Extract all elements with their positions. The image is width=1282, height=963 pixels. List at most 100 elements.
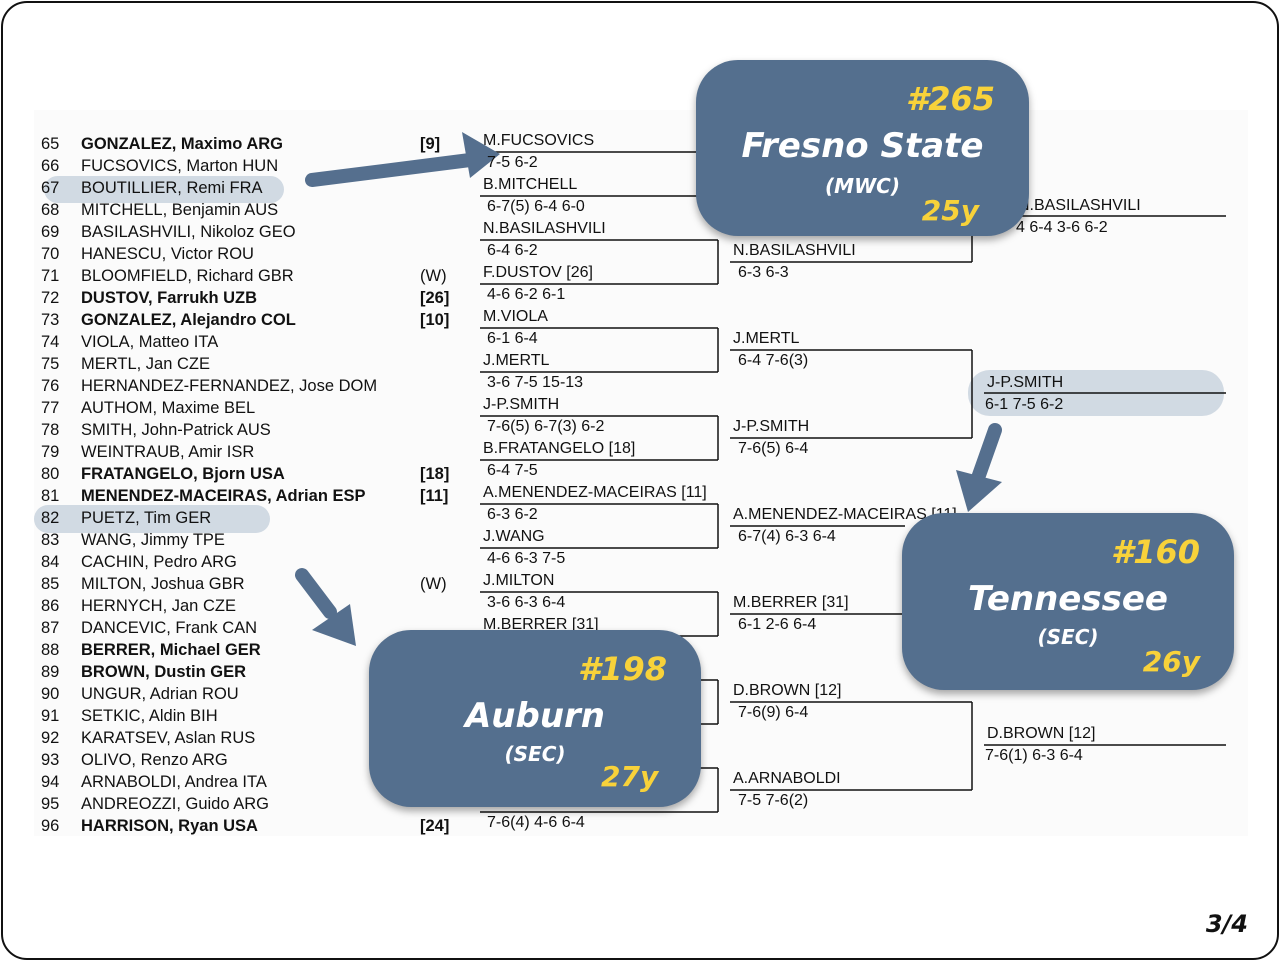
player-name: HARRISON, Ryan USA (81, 817, 258, 835)
player-seed-number: 79 (41, 443, 60, 461)
player-seed-number: 83 (41, 531, 60, 549)
card-rank: #265 (905, 80, 995, 118)
player-name: VIOLA, Matteo ITA (81, 333, 219, 351)
player-tag: [10] (420, 311, 450, 329)
match-winner: J-P.SMITH (987, 374, 1064, 391)
match-score: 6-1 2-6 6-4 (738, 616, 817, 633)
match-score: 3-6 7-5 15-13 (487, 374, 584, 391)
player-seed-number: 91 (41, 707, 60, 725)
match-winner: J.WANG (483, 528, 545, 545)
player-name: MERTL, Jan CZE (81, 355, 210, 373)
player-seed-number: 88 (41, 641, 60, 659)
player-name: AUTHOM, Maxime BEL (81, 399, 256, 417)
match-winner: A.MENENDEZ-MACEIRAS [11] (733, 506, 957, 523)
player-row: 75 MERTL, Jan CZE (38, 353, 458, 375)
match-winner: M.VIOLA (483, 308, 548, 325)
player-seed-number: 82 (41, 509, 60, 527)
player-seed-number: 93 (41, 751, 60, 769)
card-rank: #198 (577, 650, 667, 688)
match-score: 3-6 6-3 6-4 (487, 594, 566, 611)
player-tag: [11] (420, 487, 449, 505)
player-tag: [18] (420, 465, 450, 483)
card-school: Auburn (464, 696, 606, 736)
match-score: 7-6(1) 6-3 6-4 (985, 747, 1083, 764)
player-seed-number: 89 (41, 663, 60, 681)
player-name: DANCEVIC, Frank CAN (81, 619, 258, 637)
player-row: 72 DUSTOV, Farrukh UZB [26] (38, 287, 458, 309)
card-conference: (MWC) (825, 174, 900, 198)
player-name: WEINTRAUB, Amir ISR (81, 443, 255, 461)
player-row: 86 HERNYCH, Jan CZE (38, 595, 458, 617)
match-winner: B.MITCHELL (483, 176, 578, 193)
player-seed-number: 77 (41, 399, 60, 417)
player-name: ARNABOLDI, Andrea ITA (81, 773, 267, 791)
card-school: Tennessee (968, 579, 1168, 619)
player-name: FRATANGELO, Bjorn USA (81, 465, 285, 483)
match-score: 7-6(9) 6-4 (738, 704, 809, 721)
match-winner: A.MENENDEZ-MACEIRAS [11] (483, 484, 707, 501)
player-seed-number: 72 (41, 289, 60, 307)
match-winner: M.BERRER [31] (733, 594, 849, 611)
player-row: 93 OLIVO, Renzo ARG (38, 749, 458, 771)
player-name: MITCHELL, Benjamin AUS (81, 201, 279, 219)
player-name: BROWN, Dustin GER (81, 663, 246, 681)
match-winner: N.BASILASHVILI (733, 242, 856, 259)
player-seed-number: 95 (41, 795, 60, 813)
player-name: DUSTOV, Farrukh UZB (81, 289, 258, 307)
match-winner: M.FUCSOVICS (483, 132, 595, 149)
player-seed-number: 96 (41, 817, 60, 835)
player-row: 88 BERRER, Michael GER (38, 639, 458, 661)
player-seed-number: 66 (41, 157, 60, 175)
card-age: 25y (921, 194, 979, 227)
player-tag: [26] (420, 289, 450, 307)
player-name: SMITH, John-Patrick AUS (81, 421, 271, 439)
match-winner: A.ARNABOLDI (733, 770, 841, 787)
player-seed-number: 71 (41, 267, 60, 285)
player-name: BASILASHVILI, Nikoloz GEO (81, 223, 296, 241)
player-name: WANG, Jimmy TPE (81, 531, 225, 549)
card-tennessee: #160 Tennessee (SEC) 26y (902, 513, 1234, 690)
player-row: 83 WANG, Jimmy TPE (38, 529, 458, 551)
card-fresno-state: #265 Fresno State (MWC) 25y (696, 60, 1029, 236)
player-tag: (W) (420, 575, 447, 593)
player-seed-number: 75 (41, 355, 60, 373)
match-score: 6-1 7-5 6-2 (985, 396, 1064, 413)
card-school: Fresno State (741, 126, 984, 166)
match-winner: M.BERRER [31] (483, 616, 599, 633)
player-name: CACHIN, Pedro ARG (81, 553, 237, 571)
card-conference: (SEC) (1037, 625, 1099, 649)
player-seed-number: 78 (41, 421, 60, 439)
player-name: GONZALEZ, Alejandro COL (81, 311, 296, 329)
player-seed-number: 87 (41, 619, 60, 637)
match-score: 7-5 7-6(2) (738, 792, 809, 809)
player-name: BERRER, Michael GER (81, 641, 261, 659)
player-row: 79 WEINTRAUB, Amir ISR (38, 441, 458, 463)
player-name: OLIVO, Renzo ARG (81, 751, 228, 769)
player-tag: [24] (420, 817, 450, 835)
player-seed-number: 92 (41, 729, 60, 747)
player-row: 89 BROWN, Dustin GER (38, 661, 458, 683)
match-winner: N.BASILASHVILI (1018, 197, 1141, 214)
player-row: 96 HARRISON, Ryan USA [24] (38, 815, 458, 837)
card-rank: #160 (1110, 533, 1200, 571)
player-name: HERNANDEZ-FERNANDEZ, Jose DOM (81, 377, 378, 395)
match-score: 6-7(5) 6-4 6-0 (487, 198, 585, 215)
player-name: BLOOMFIELD, Richard GBR (81, 267, 294, 285)
match-score: 7-6(5) 6-4 (738, 440, 809, 457)
match-winner: D.BROWN [12] (987, 725, 1096, 742)
player-seed-number: 69 (41, 223, 60, 241)
match-score: 6-4 7-5 (487, 462, 538, 479)
player-seed-number: 84 (41, 553, 60, 571)
player-seed-number: 85 (41, 575, 60, 593)
player-name: HERNYCH, Jan CZE (81, 597, 236, 615)
player-name: MENENDEZ-MACEIRAS, Adrian ESP (81, 487, 366, 505)
player-seed-number: 86 (41, 597, 60, 615)
